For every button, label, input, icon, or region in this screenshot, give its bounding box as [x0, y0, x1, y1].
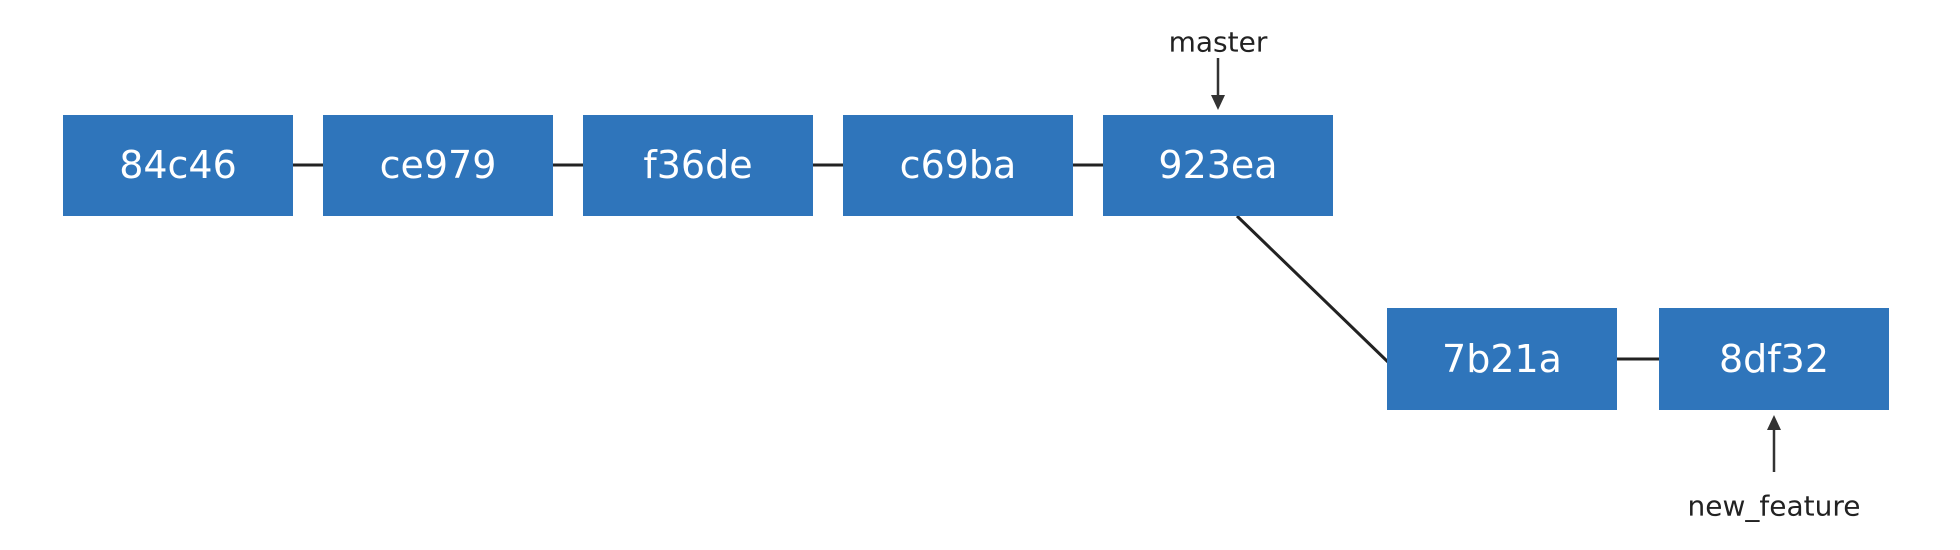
commit-node-ce979: ce979	[323, 115, 553, 216]
commit-hash: f36de	[643, 143, 752, 187]
commit-hash: 84c46	[119, 143, 237, 187]
commit-box	[843, 115, 1073, 216]
commit-node-7b21a: 7b21a	[1387, 308, 1617, 410]
commit-hash: ce979	[380, 143, 497, 187]
commit-hash: 8df32	[1719, 337, 1829, 381]
commit-box	[323, 115, 553, 216]
commit-node-84c46: 84c46	[63, 115, 293, 216]
branch-label-new-feature: new_feature	[1688, 490, 1861, 523]
commit-box	[1103, 115, 1333, 216]
commit-hash: 7b21a	[1442, 337, 1562, 381]
commit-node-f36de: f36de	[583, 115, 813, 216]
branch-pointer-master: master	[1169, 26, 1268, 110]
arrowhead-icon	[1211, 95, 1225, 110]
branch-pointer-new-feature: new_feature	[1688, 415, 1861, 523]
commit-node-c69ba: c69ba	[843, 115, 1073, 216]
commit-box	[63, 115, 293, 216]
connector-923ea-7b21a	[1235, 214, 1390, 364]
commit-box	[1387, 308, 1617, 410]
commit-node-8df32: 8df32	[1659, 308, 1889, 410]
commit-node-923ea: 923ea	[1103, 115, 1333, 216]
arrowhead-icon	[1767, 415, 1781, 430]
commit-box	[583, 115, 813, 216]
branch-label-master: master	[1169, 26, 1268, 59]
commit-box	[1659, 308, 1889, 410]
commit-hash: c69ba	[900, 143, 1017, 187]
commit-hash: 923ea	[1158, 143, 1277, 187]
